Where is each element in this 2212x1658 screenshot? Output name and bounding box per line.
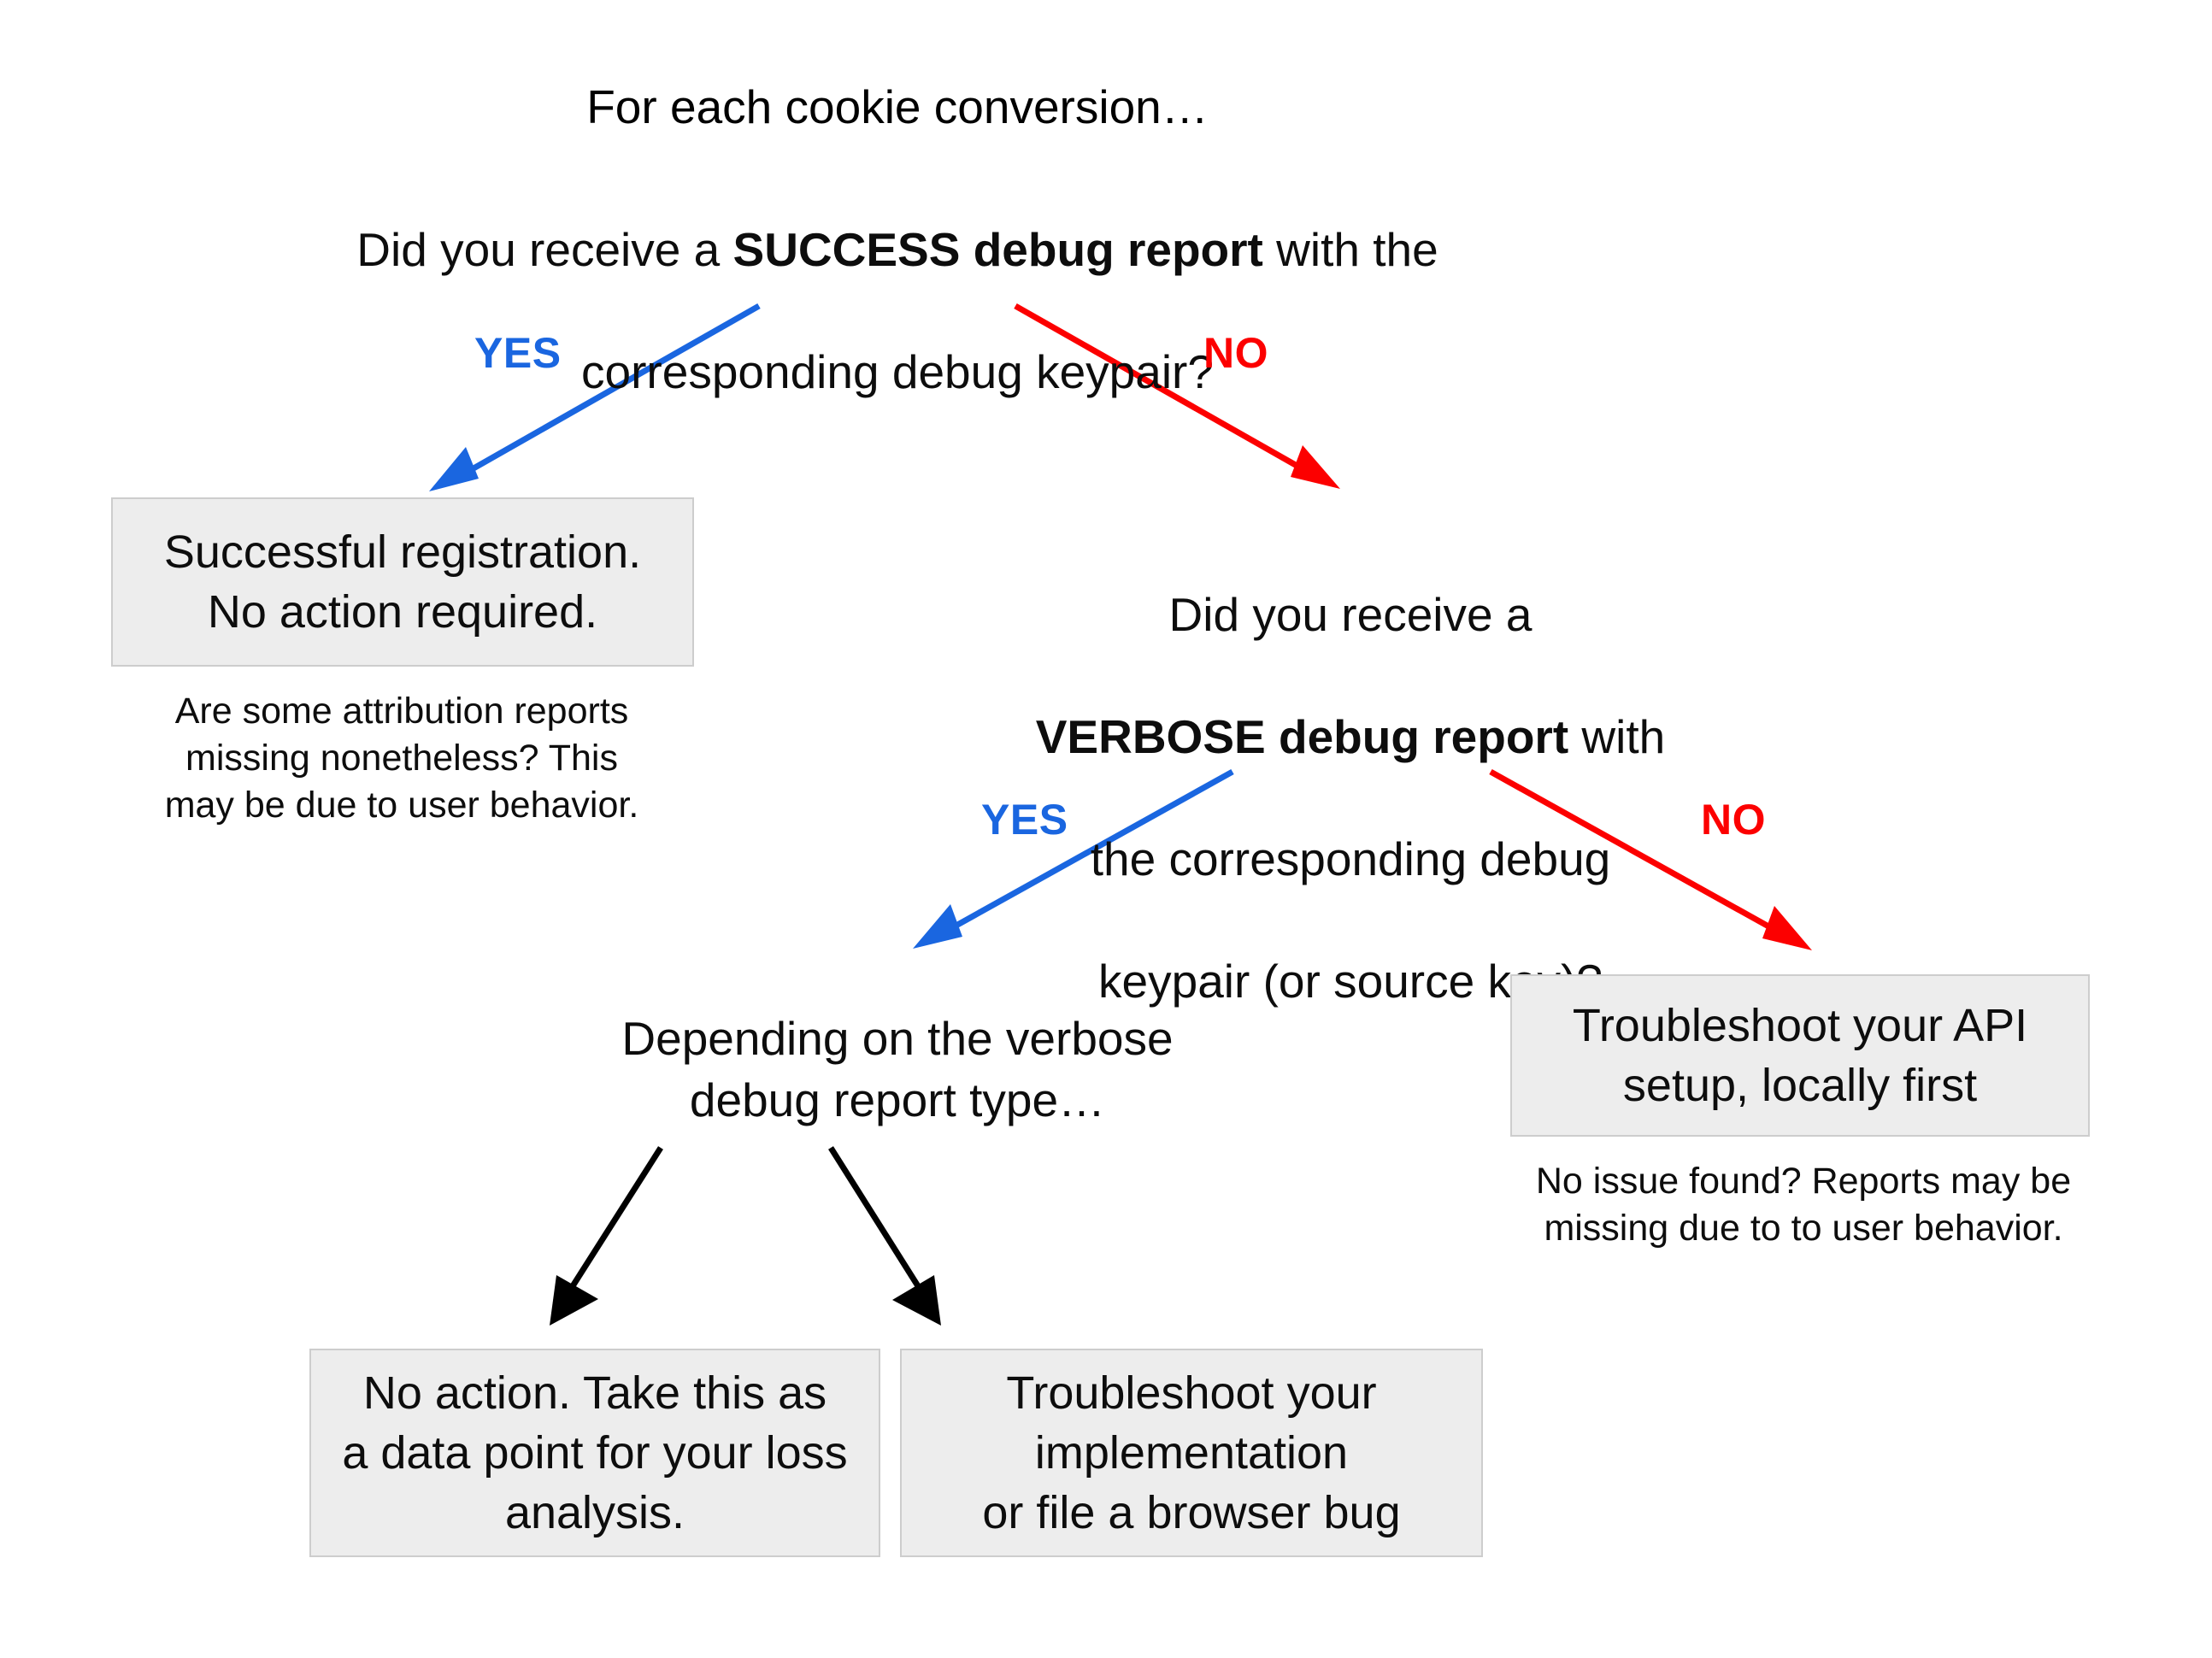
arrow-to-no-action — [550, 1146, 663, 1326]
caption-attribution-reports-missing: Are some attribution reports missing non… — [164, 691, 639, 826]
question2-line1: Did you receive a — [1168, 587, 1533, 641]
edge-label-yes-top: YES — [474, 329, 562, 377]
box-successful-registration-label: Successful registration. No action requi… — [163, 526, 642, 638]
box-troubleshoot-api-setup-label: Troubleshoot your API setup, locally fir… — [1572, 999, 2028, 1111]
box-no-action-loss-analysis[interactable]: No action. Take this as a data point for… — [309, 1349, 880, 1557]
box-troubleshoot-api-setup[interactable]: Troubleshoot your API setup, locally fir… — [1510, 974, 2090, 1137]
question1-lead: Did you receive a — [356, 222, 733, 276]
text-depending-on-verbose: Depending on the verbose debug report ty… — [621, 1012, 1174, 1126]
arrow-to-troubleshoot-impl — [828, 1146, 941, 1326]
question1-rest: corresponding debug keypair? — [581, 344, 1214, 398]
question-success-debug-report: Did you receive a SUCCESS debug report w… — [256, 158, 1538, 403]
box-no-action-loss-analysis-label: No action. Take this as a data point for… — [342, 1367, 848, 1539]
edge-label-yes-mid: YES — [981, 796, 1068, 844]
edge-label-no-top: NO — [1203, 329, 1268, 377]
edge-label-no-mid: NO — [1701, 796, 1766, 844]
intro-text: For each cookie conversion… — [586, 80, 1209, 133]
box-successful-registration[interactable]: Successful registration. No action requi… — [111, 497, 694, 667]
box-troubleshoot-implementation-label: Troubleshoot your implementation or file… — [982, 1367, 1401, 1539]
caption-no-issue-found: No issue found? Reports may be missing d… — [1535, 1161, 2072, 1249]
question2-line3: the corresponding debug — [1090, 832, 1611, 885]
question2-emphasis: VERBOSE debug report — [1035, 709, 1569, 763]
box-troubleshoot-implementation[interactable]: Troubleshoot your implementation or file… — [900, 1349, 1483, 1557]
question-verbose-debug-report: Did you receive a VERBOSE debug report w… — [1026, 523, 1675, 1012]
question2-tail: with — [1568, 709, 1666, 763]
question2-line4: keypair (or source key)? — [1098, 954, 1603, 1008]
question1-tail: with the — [1262, 222, 1438, 276]
question1-emphasis: SUCCESS debug report — [732, 222, 1263, 276]
